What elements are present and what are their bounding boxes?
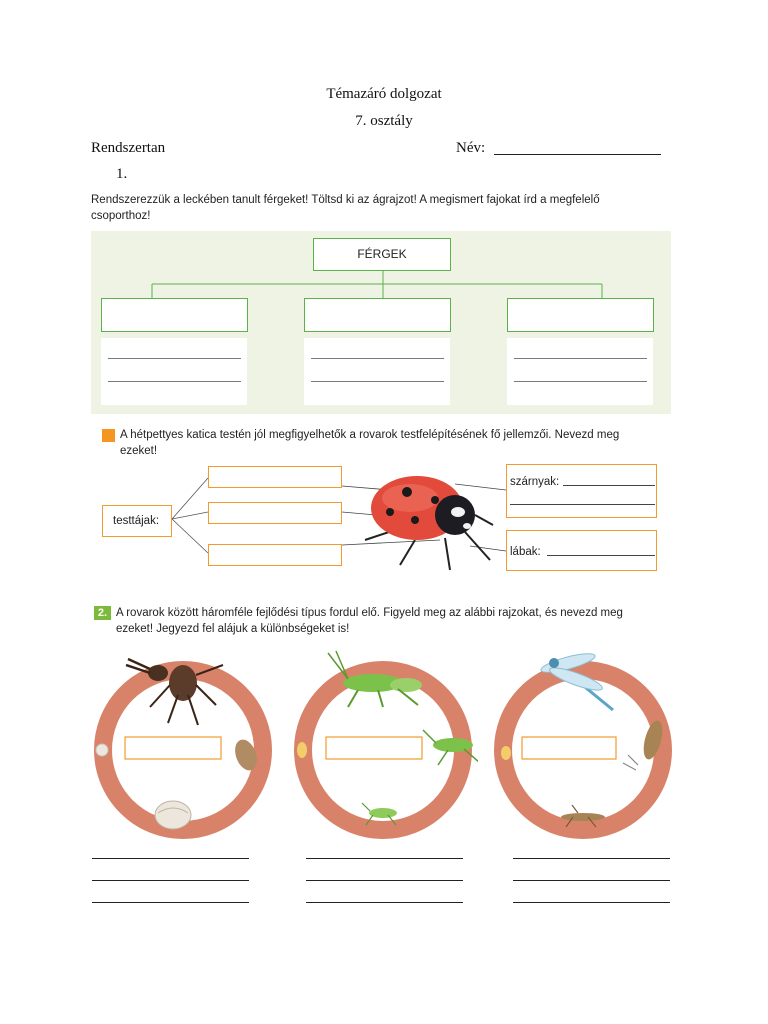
body-part-box-3[interactable] xyxy=(208,544,342,566)
answer-line[interactable] xyxy=(92,858,249,859)
egg-icon xyxy=(95,743,109,757)
answer-line[interactable] xyxy=(92,880,249,881)
task1-number: 1. xyxy=(116,166,128,182)
answer-line[interactable] xyxy=(513,880,670,881)
answer-line[interactable] xyxy=(92,902,249,903)
answer-line[interactable] xyxy=(513,902,670,903)
wings-label: szárnyak: xyxy=(510,476,560,488)
species-area-2 xyxy=(304,338,450,405)
ladybug-instruction-line2: ezeket! xyxy=(120,445,158,457)
answer-line[interactable] xyxy=(306,902,463,903)
egg-icon xyxy=(297,742,307,758)
ladybug-connectors xyxy=(171,477,507,554)
life-cycle-diagram-1 xyxy=(94,657,272,839)
pupa-icon xyxy=(235,739,257,771)
dragonfly-nymph-icon xyxy=(561,804,605,828)
task2-instruction-line2: ezeket! Jegyezd fel alájuk a különbségek… xyxy=(116,623,350,635)
answer-line[interactable] xyxy=(513,858,670,859)
tree-connectors xyxy=(151,270,603,298)
subject-label: Rendszertan xyxy=(91,140,166,156)
ladybug-instruction-line1: A hétpettyes katica testén jól megfigyel… xyxy=(120,429,620,441)
task2-instruction: A rovarok között háromféle fejlődési típ… xyxy=(116,605,676,637)
legs-answer-line[interactable] xyxy=(547,555,655,556)
task2-instruction-line1: A rovarok között háromféle fejlődési típ… xyxy=(116,607,623,619)
larva-icon xyxy=(154,800,192,830)
body-parts-box: testtájak: xyxy=(102,505,172,537)
wings-answer-line[interactable] xyxy=(510,504,655,505)
beetle-icon xyxy=(125,657,224,726)
ladybug-image xyxy=(364,476,494,571)
group-box-2[interactable] xyxy=(304,298,451,332)
wings-answer-line[interactable] xyxy=(563,485,655,486)
grasshopper-nymph-small-icon xyxy=(361,802,397,826)
dragonfly-emerging-icon xyxy=(622,720,663,771)
species-area-3 xyxy=(507,338,653,405)
legs-box: lábak: xyxy=(506,530,657,571)
group-box-3[interactable] xyxy=(507,298,654,332)
task1-instruction-line2: csoporthoz! xyxy=(91,210,151,222)
name-field[interactable] xyxy=(494,154,661,155)
body-part-box-2[interactable] xyxy=(208,502,342,524)
egg-icon xyxy=(501,746,511,760)
legs-label: lábak: xyxy=(510,546,541,558)
species-line[interactable] xyxy=(514,381,647,382)
life-cycle-diagram-3 xyxy=(494,653,672,839)
task1-instruction-line1: Rendszerezzük a leckében tanult férgeket… xyxy=(91,194,600,206)
dragonfly-icon xyxy=(540,653,614,712)
grasshopper-adult-icon xyxy=(327,650,422,708)
life-cycle-diagram-2 xyxy=(294,650,478,839)
task2-number: 2. xyxy=(94,606,111,620)
answer-line[interactable] xyxy=(306,858,463,859)
species-line[interactable] xyxy=(514,358,647,359)
page-title: Témazáró dolgozat xyxy=(326,86,442,102)
body-parts-label: testtájak: xyxy=(113,515,160,527)
species-area-1 xyxy=(101,338,247,405)
wings-box: szárnyak: xyxy=(506,464,657,518)
body-part-box-1[interactable] xyxy=(208,466,342,488)
species-line[interactable] xyxy=(311,358,444,359)
root-box-fergek: FÉRGEK xyxy=(313,238,451,271)
grasshopper-nymph-large-icon xyxy=(422,729,478,766)
orange-square-icon xyxy=(102,429,115,442)
species-line[interactable] xyxy=(108,358,241,359)
species-line[interactable] xyxy=(311,381,444,382)
answer-line[interactable] xyxy=(306,880,463,881)
class-label: 7. osztály xyxy=(355,113,413,129)
species-line[interactable] xyxy=(108,381,241,382)
group-box-1[interactable] xyxy=(101,298,248,332)
task1-instruction: Rendszerezzük a leckében tanult férgeket… xyxy=(91,192,681,224)
ladybug-instruction: A hétpettyes katica testén jól megfigyel… xyxy=(120,427,680,459)
name-label: Név: xyxy=(456,140,486,156)
